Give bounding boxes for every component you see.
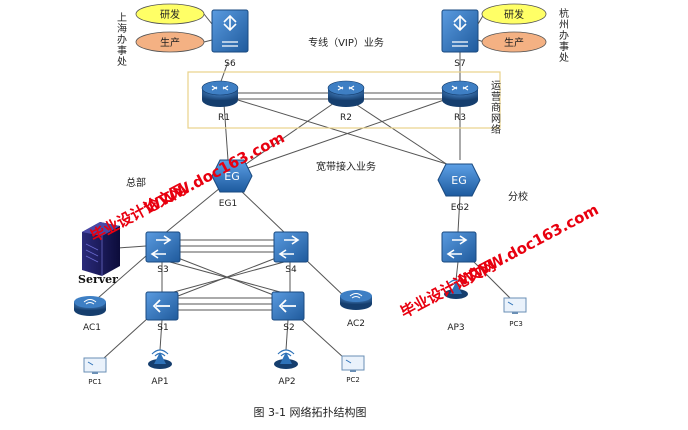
access-point-ap2 — [274, 349, 298, 369]
switch-s1 — [145, 291, 179, 321]
dept-rd-shanghai-label: 研发 — [160, 8, 180, 21]
switch-s5 — [441, 231, 477, 263]
watermark-site-2: 毕业设计论文网 — [397, 256, 498, 321]
gateway-eg2: EG — [437, 163, 481, 197]
switch-s3 — [145, 231, 181, 263]
link-s4-s1 — [177, 257, 277, 297]
gateway-eg1: EG — [211, 159, 253, 193]
link-eg1-s3 — [163, 187, 221, 235]
switch-s6 — [211, 9, 249, 53]
switch-s2 — [271, 291, 305, 321]
vip-service-label: 专线（VIP）业务 — [308, 36, 384, 49]
link-r3-eg1 — [247, 99, 445, 169]
router-r1-label: R1 — [218, 113, 230, 123]
dept-rd-hangzhou — [481, 3, 547, 25]
pc3-label: PC3 — [509, 320, 523, 328]
link-s3-ac1 — [97, 255, 147, 299]
access-point-ap2-label: AP2 — [278, 377, 295, 387]
access-point-ap1-label: AP1 — [151, 377, 168, 387]
switch-s3-label: S3 — [157, 265, 168, 275]
dept-prod-hangzhou-label: 生产 — [504, 36, 524, 49]
access-point-ap3 — [444, 279, 468, 299]
router-r1 — [201, 80, 239, 107]
wireless-controller-ac1-label: AC1 — [83, 323, 101, 333]
pc1-icon — [83, 357, 107, 374]
link-r2-eg1 — [245, 102, 335, 165]
link-r2-eg2 — [353, 102, 449, 166]
switch-s4-label: S4 — [285, 265, 297, 275]
link-s2-ap2 — [285, 319, 289, 351]
headquarters-label: 总部 — [126, 176, 146, 189]
access-point-ap3-label: AP3 — [447, 323, 464, 333]
wireless-controller-ac1 — [74, 296, 106, 316]
branch-label: 分校 — [508, 190, 528, 203]
router-r2 — [327, 80, 365, 107]
router-r3-label: R3 — [454, 113, 466, 123]
pc2-label: PC2 — [346, 376, 360, 384]
link-rd-s6 — [203, 13, 213, 25]
pc3-icon — [503, 297, 527, 314]
broadband-service-label: 宽带接入业务 — [316, 160, 376, 173]
link-r1-eg2 — [237, 99, 451, 166]
gateway-eg1-text: EG — [224, 170, 239, 183]
link-eg1-s4 — [237, 187, 287, 235]
switch-s7-label: S7 — [454, 59, 465, 69]
link-s5-ap3 — [455, 261, 459, 281]
link-r1-eg1 — [223, 103, 229, 161]
isp-network-label: 运营商网络 — [489, 80, 501, 135]
isp-network-box — [187, 71, 501, 129]
wireless-controller-ac2 — [340, 290, 372, 310]
gateway-eg2-label: EG2 — [451, 203, 469, 213]
pc1-label: PC1 — [88, 378, 102, 386]
link-s1-ap1 — [159, 319, 163, 351]
link-s4-ac2 — [303, 257, 347, 299]
switch-s4 — [273, 231, 309, 263]
server-icon — [82, 222, 120, 276]
link-s6-r1 — [219, 61, 229, 85]
wireless-controller-ac2-label: AC2 — [347, 319, 365, 329]
dept-prod-shanghai-label: 生产 — [160, 36, 180, 49]
router-r3 — [441, 80, 479, 107]
switch-s6-label: S6 — [224, 59, 236, 69]
switch-s7 — [441, 9, 479, 53]
link-s3-s2-b — [169, 261, 281, 293]
link-s5-pc3 — [469, 257, 511, 299]
gateway-eg2-text: EG — [451, 174, 466, 187]
link-prod-s6 — [203, 39, 213, 43]
dept-prod-hangzhou — [481, 31, 547, 53]
pc2-icon — [341, 355, 365, 372]
link-s1-pc1 — [103, 317, 149, 359]
office-hangzhou-label: 杭州办事处 — [557, 7, 569, 63]
link-eg2-s5 — [457, 195, 461, 233]
link-s2-pc2 — [299, 317, 345, 359]
link-server-s3 — [117, 245, 147, 249]
gateway-eg1-label: EG1 — [219, 199, 237, 209]
access-point-ap1 — [148, 349, 172, 369]
link-s4-s1-b — [173, 261, 285, 293]
switch-s1-label: S1 — [157, 323, 168, 333]
switch-s2-label: S2 — [283, 323, 294, 333]
dept-rd-hangzhou-label: 研发 — [504, 8, 524, 21]
server-label: Server — [78, 273, 118, 286]
figure-caption: 图 3-1 网络拓扑结构图 — [254, 405, 367, 419]
office-shanghai-label: 上海办事处 — [115, 12, 127, 67]
router-r2-label: R2 — [340, 113, 352, 123]
